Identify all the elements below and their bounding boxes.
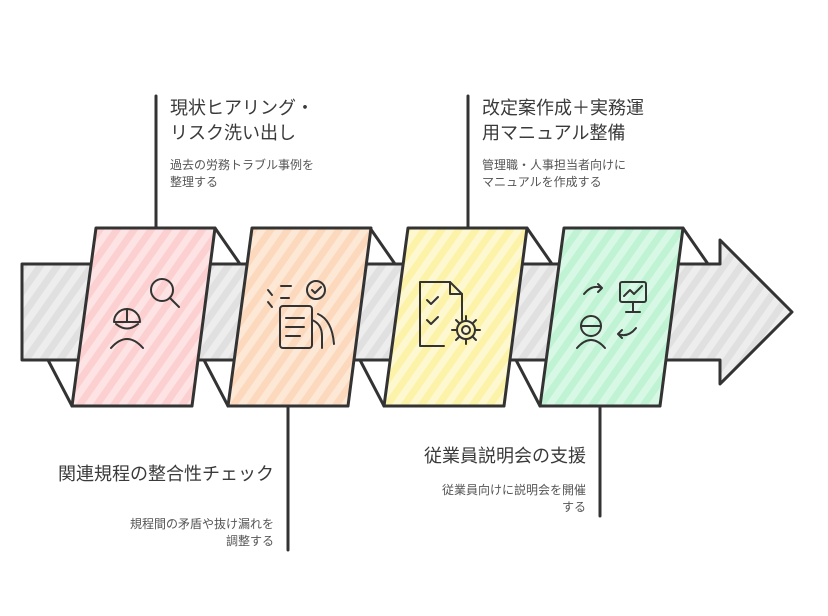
step-2-title: 関連規程の整合性チェック <box>58 462 274 487</box>
step-4-title: 従業員説明会の支援 <box>424 444 586 469</box>
step-1-title-line2: リスク洗い出し <box>170 123 296 144</box>
step-3-panel <box>382 226 529 408</box>
document-gear-icon <box>419 281 481 347</box>
step-2-desc-line1: 規程間の矛盾や抜け漏れを <box>129 517 274 531</box>
step-2-title-line1: 関連規程の整合性チェック <box>58 464 274 485</box>
step-1-desc-line1: 過去の労務トラブル事例を <box>170 158 315 172</box>
connector-lines <box>154 94 602 552</box>
step-3-title-line1: 改定案作成＋実務運 <box>482 98 644 119</box>
step-4-panel <box>538 226 685 408</box>
step-2-description: 規程間の矛盾や抜け漏れを 調整する <box>130 516 274 550</box>
step-1-description: 過去の労務トラブル事例を 整理する <box>170 157 314 191</box>
step-3-desc-line2: マニュアルを作成する <box>482 175 602 189</box>
step-3-title-line2: 用マニュアル整備 <box>482 123 626 144</box>
step-2-desc-line2: 調整する <box>225 534 274 548</box>
step-panels <box>70 226 685 408</box>
worker-search-icon <box>110 278 180 349</box>
step-1-panel <box>70 226 217 408</box>
step-4-title-line1: 従業員説明会の支援 <box>424 446 586 467</box>
step-4-desc-line1: 従業員向けに説明会を開催 <box>441 483 586 497</box>
step-4-description: 従業員向けに説明会を開催 する <box>442 482 586 516</box>
step-1-title-line1: 現状ヒアリング・ <box>170 98 314 119</box>
presenter-board-icon <box>576 281 647 349</box>
step-1-title: 現状ヒアリング・ リスク洗い出し <box>170 96 314 146</box>
step-3-title: 改定案作成＋実務運 用マニュアル整備 <box>482 96 644 146</box>
step-1-desc-line2: 整理する <box>170 175 219 189</box>
step-4-desc-line2: する <box>561 500 586 514</box>
step-3-description: 管理職・人事担当者向けに マニュアルを作成する <box>482 157 626 191</box>
step-3-desc-line1: 管理職・人事担当者向けに <box>482 158 627 172</box>
checklist-hand-icon <box>267 280 335 349</box>
